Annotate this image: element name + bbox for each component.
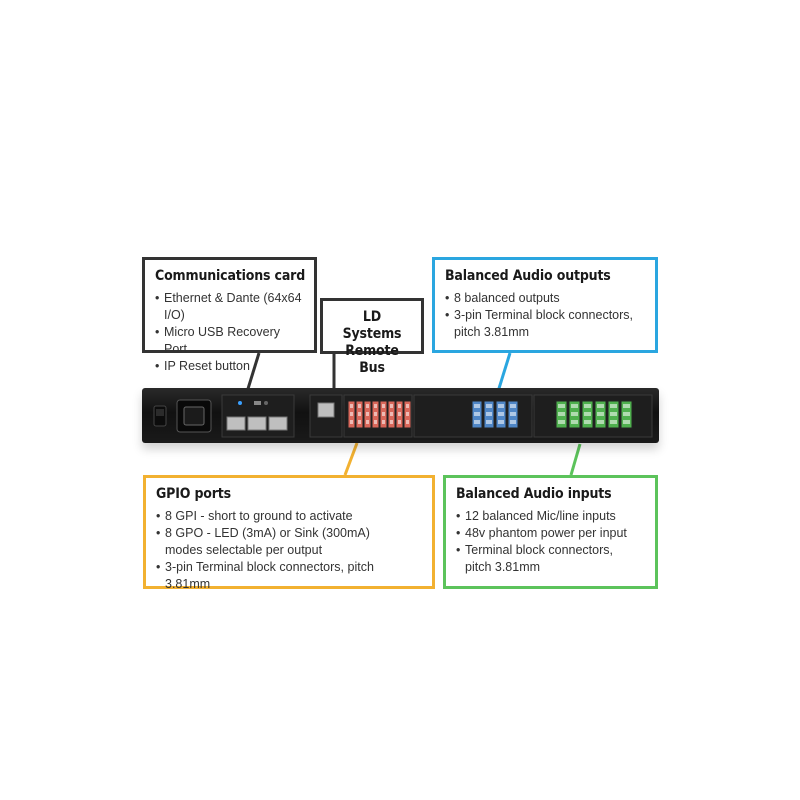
input-terminal-pin <box>584 420 591 424</box>
input-terminals <box>555 400 633 429</box>
input-terminal-pin <box>623 404 630 408</box>
balanced-inputs-list: 12 balanced Mic/line inputs 48v phantom … <box>456 508 645 576</box>
ethernet-port <box>226 416 246 431</box>
output-terminal-pin <box>510 412 516 416</box>
input-terminal-pin <box>597 404 604 408</box>
inputs-item: 48v phantom power per input <box>456 525 645 542</box>
inputs-item: Terminal block connectors, pitch 3.81mm <box>456 542 645 576</box>
gpio-item: 8 GPO - LED (3mA) or Sink (300mA) modes … <box>156 525 422 559</box>
output-terminal-pin <box>498 412 504 416</box>
output-terminal-pin <box>510 420 516 424</box>
device-panel-graphic <box>153 394 653 438</box>
communications-card-title: Communications card <box>155 268 306 284</box>
input-terminal-pin <box>597 420 604 424</box>
balanced-outputs-callout: Balanced Audio outputs 8 balanced output… <box>432 257 658 353</box>
gpio-item: 8 GPI - short to ground to activate <box>156 508 422 525</box>
gpio-terminal-pin <box>406 420 409 424</box>
gpio-ports-list: 8 GPI - short to ground to activate 8 GP… <box>156 508 422 593</box>
gpio-terminal-pin <box>366 412 369 416</box>
input-terminal-pin <box>623 412 630 416</box>
gpio-ports-title: GPIO ports <box>156 486 231 502</box>
gpio-terminal-pin <box>350 412 353 416</box>
gpio-terminal-pin <box>374 412 377 416</box>
input-terminal-pin <box>558 420 565 424</box>
input-terminal-pin <box>584 404 591 408</box>
output-terminal-pin <box>498 420 504 424</box>
input-terminal-pin <box>571 420 578 424</box>
power-switch-rocker <box>156 409 164 416</box>
gpio-ports-callout: GPIO ports 8 GPI - short to ground to ac… <box>143 475 435 591</box>
ethernet-port <box>247 416 267 431</box>
gpio-terminal-pin <box>390 412 393 416</box>
balanced-outputs-list: 8 balanced outputs 3-pin Terminal block … <box>445 290 645 341</box>
output-terminals <box>471 400 519 429</box>
gpio-terminal-pin <box>358 420 361 424</box>
input-terminal-pin <box>571 412 578 416</box>
balanced-inputs-title: Balanced Audio inputs <box>456 486 612 502</box>
input-terminal-pin <box>610 420 617 424</box>
gpio-terminal-pin <box>366 404 369 408</box>
gpio-item: 3-pin Terminal block connectors, pitch 3… <box>156 559 422 593</box>
communications-item: Micro USB Recovery Port <box>155 324 304 358</box>
remote-bus-port <box>317 402 335 418</box>
gpio-terminal-pin <box>350 420 353 424</box>
output-terminal-pin <box>474 412 480 416</box>
gpio-connector <box>343 442 359 476</box>
gpio-terminal-pin <box>374 404 377 408</box>
output-terminal-pin <box>486 412 492 416</box>
communications-card-callout: Communications card Ethernet & Dante (64… <box>142 257 317 375</box>
output-terminal-pin <box>510 404 516 408</box>
communications-item: Ethernet & Dante (64x64 I/O) <box>155 290 304 324</box>
gpio-terminal-pin <box>382 420 385 424</box>
gpio-terminal-pin <box>390 404 393 408</box>
gpio-terminal-pin <box>374 420 377 424</box>
input-terminal-pin <box>558 412 565 416</box>
gpio-terminal-pin <box>382 412 385 416</box>
output-terminal-pin <box>474 404 480 408</box>
power-inlet-socket <box>183 406 205 426</box>
gpio-terminal-pin <box>390 420 393 424</box>
outputs-item: 8 balanced outputs <box>445 290 645 307</box>
balanced-outputs-title: Balanced Audio outputs <box>445 268 611 284</box>
gpio-terminal-pin <box>398 404 401 408</box>
ethernet-port <box>268 416 288 431</box>
remote-bus-title: LD Systems Remote Bus <box>342 309 402 376</box>
input-terminal-pin <box>558 404 565 408</box>
inputs-item: 12 balanced Mic/line inputs <box>456 508 645 525</box>
usb-port <box>254 401 261 405</box>
gpio-terminal-pin <box>358 412 361 416</box>
input-terminal-pin <box>623 420 630 424</box>
gpio-terminal-pin <box>382 404 385 408</box>
output-terminal-pin <box>486 420 492 424</box>
communications-item: IP Reset button <box>155 358 304 375</box>
remote-bus-callout: LD Systems Remote Bus <box>320 298 424 376</box>
input-terminal-pin <box>584 412 591 416</box>
gpio-terminal-pin <box>406 412 409 416</box>
communications-card-list: Ethernet & Dante (64x64 I/O) Micro USB R… <box>155 290 304 375</box>
status-led <box>238 401 242 405</box>
outputs-item: 3-pin Terminal block connectors, pitch 3… <box>445 307 645 341</box>
output-terminal-pin <box>486 404 492 408</box>
gpio-terminal-pin <box>398 420 401 424</box>
gpio-terminal-pin <box>358 404 361 408</box>
gpio-terminal-pin <box>406 404 409 408</box>
input-terminal-pin <box>571 404 578 408</box>
input-terminal-pin <box>610 412 617 416</box>
gpio-terminal-pin <box>350 404 353 408</box>
balanced-inputs-callout: Balanced Audio inputs 12 balanced Mic/li… <box>443 475 658 589</box>
ip-reset-button <box>264 401 268 405</box>
device-rear-panel <box>142 388 659 443</box>
gpio-terminal-pin <box>398 412 401 416</box>
output-terminal-pin <box>474 420 480 424</box>
output-terminal-pin <box>498 404 504 408</box>
inputs-connector <box>569 443 582 476</box>
gpio-terminals <box>347 400 412 429</box>
input-terminal-pin <box>597 412 604 416</box>
gpio-terminal-pin <box>366 420 369 424</box>
input-terminal-pin <box>610 404 617 408</box>
